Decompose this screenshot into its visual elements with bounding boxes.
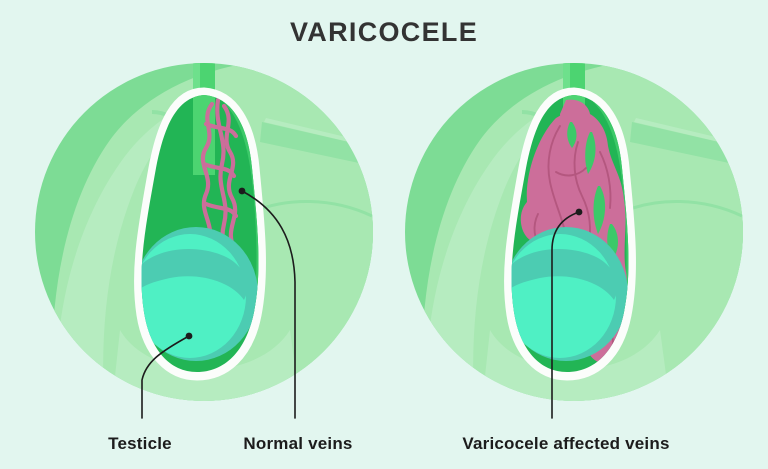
pelvic-crease-highlight bbox=[56, 100, 200, 401]
varicocele-vein-neck bbox=[560, 99, 591, 132]
leader-line-varicocele-affected-veins bbox=[551, 211, 580, 419]
vein-gap-3 bbox=[567, 122, 577, 148]
vein-gap-2 bbox=[593, 186, 606, 234]
page-title: VARICOCELE bbox=[290, 17, 478, 47]
scrotum-white-outline bbox=[134, 87, 266, 381]
normal-anatomy-panel: Testicle Normal veins bbox=[35, 63, 373, 453]
leader-line-normal-veins bbox=[241, 190, 296, 419]
scrotum-white-outline-varicocele bbox=[504, 87, 636, 381]
scrotum-contents bbox=[141, 95, 259, 361]
scrotum-base-shadow bbox=[112, 330, 300, 401]
vein-gap-1 bbox=[585, 132, 596, 174]
leader-dot-varicocele-affected-veins bbox=[575, 208, 583, 216]
scrotum-base-shadow-varicocele bbox=[482, 330, 670, 401]
leader-testicle bbox=[141, 332, 193, 419]
label-varicocele-affected-veins: Varicocele affected veins bbox=[462, 434, 669, 453]
epididymis-top-shade bbox=[141, 249, 248, 300]
panel-anatomy-group bbox=[52, 63, 373, 401]
leader-dot-testicle bbox=[185, 332, 193, 340]
leader-varicocele-affected-veins bbox=[551, 208, 583, 419]
varicocele-panel: Varicocele affected veins bbox=[405, 63, 743, 453]
leader-dot-normal-veins bbox=[238, 187, 246, 195]
panel-anatomy-group-varicocele bbox=[422, 63, 743, 401]
leader-line-testicle bbox=[141, 335, 190, 419]
leader-normal-veins bbox=[238, 187, 296, 419]
pelvic-crease-highlight-varicocele bbox=[426, 100, 570, 401]
label-normal-veins: Normal veins bbox=[243, 434, 352, 453]
label-testicle: Testicle bbox=[108, 434, 172, 453]
epididymis-top-shade-varicocele bbox=[511, 249, 618, 300]
